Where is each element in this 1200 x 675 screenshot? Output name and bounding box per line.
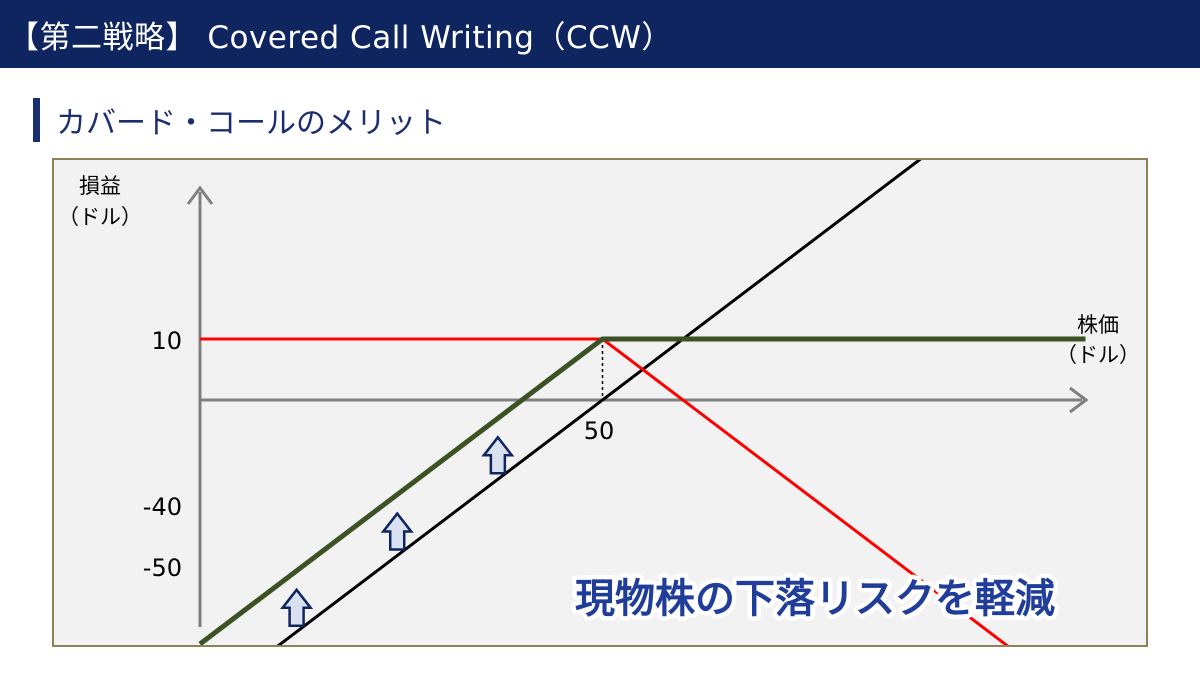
y-tick-label-10: 10 [151,327,182,355]
x-axis-label-line1: 株価 [1077,313,1119,337]
up-arrow-icon [280,587,314,628]
short-call-payoff-line [200,337,1009,645]
x-axis-label-line2: （ドル） [1056,343,1140,367]
subtitle-accent-bar [33,98,40,142]
covered-call-payoff-line [198,336,1086,645]
y-axis-label-line2: （ドル） [58,205,142,229]
y-tick-label-neg50: -50 [143,554,182,582]
downside-protection-arrows [280,435,515,628]
section-subtitle: カバード・コールのメリット [56,106,446,141]
y-axis-label-line1: 損益 [79,174,121,198]
x-axis-arrowhead [1069,386,1089,414]
annotation-text: 現物株の下落リスクを軽減 [575,576,1055,622]
up-arrow-icon [481,435,515,475]
y-tick-label-neg40: -40 [143,493,182,521]
y-axis-arrowhead [186,185,214,205]
up-arrow-icon [380,511,414,551]
x-tick-label-50: 50 [584,417,615,445]
slide-title: 【第二戦略】 Covered Call Writing（CCW） [8,19,673,56]
slide-header: 【第二戦略】 Covered Call Writing（CCW） [0,0,1200,68]
